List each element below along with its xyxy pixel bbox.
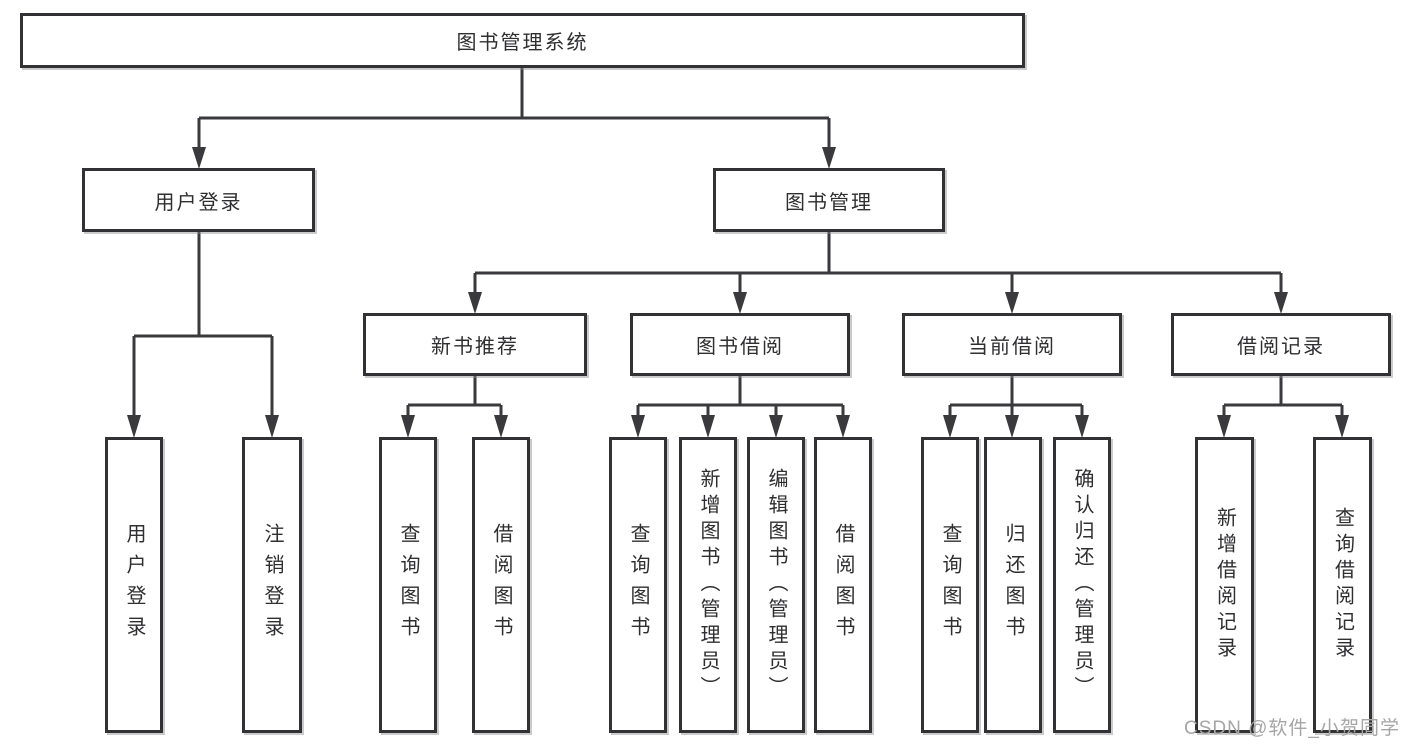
node-root-label: 图书管理系统 [456,32,589,54]
leaf-edit-books-admin-label: 编辑图书（管理员） [765,468,787,702]
leaf-add-borrow-record: 新增借阅记录 [1195,437,1254,733]
node-user-login-label: 用户登录 [154,191,243,214]
node-root: 图书管理系统 [20,13,1025,68]
node-book-borrowing: 图书借阅 [630,313,850,376]
leaf-borrow-books-label: 借阅图书 [832,523,854,647]
leaf-borrow-books: 借阅图书 [814,437,872,733]
leaf-add-borrow-record-label: 新增借阅记录 [1213,507,1236,663]
leaf-edit-books-admin: 编辑图书（管理员） [747,437,805,733]
node-user-login: 用户登录 [82,168,315,232]
leaf-query-books-recommend: 查询图书 [379,437,437,733]
leaf-return-books-label: 归还图书 [1002,523,1024,647]
watermark: CSDN @软件_小贺同学 [1184,718,1400,739]
node-book-management-label: 图书管理 [785,191,873,214]
leaf-confirm-return-admin-label: 确认归还（管理员） [1071,468,1093,702]
node-borrowing-records: 借阅记录 [1171,313,1391,376]
leaf-query-books-current-label: 查询图书 [939,523,961,647]
leaf-query-books-borrowing-label: 查询图书 [627,523,649,647]
leaf-query-borrow-record: 查询借阅记录 [1313,437,1372,733]
node-borrowing-records-label: 借阅记录 [1237,336,1325,358]
node-current-borrowing: 当前借阅 [902,313,1122,376]
leaf-query-books-recommend-label: 查询图书 [397,523,419,647]
node-new-book-recommend-label: 新书推荐 [431,336,519,358]
node-book-borrowing-label: 图书借阅 [696,336,784,358]
leaf-query-books-current: 查询图书 [921,437,979,733]
leaf-user-login: 用户登录 [105,437,163,733]
leaf-borrow-books-recommend: 借阅图书 [472,437,530,733]
leaf-confirm-return-admin: 确认归还（管理员） [1053,437,1111,733]
leaf-return-books: 归还图书 [984,437,1042,733]
leaf-add-books-admin-label: 新增图书（管理员） [697,468,719,702]
node-new-book-recommend: 新书推荐 [363,313,587,376]
leaf-query-borrow-record-label: 查询借阅记录 [1331,507,1354,663]
leaf-borrow-books-recommend-label: 借阅图书 [490,523,512,647]
leaf-logout: 注销登录 [242,437,302,733]
node-book-management: 图书管理 [713,168,945,232]
leaf-user-login-label: 用户登录 [123,523,145,647]
node-current-borrowing-label: 当前借阅 [968,336,1056,358]
leaf-query-books-borrowing: 查询图书 [609,437,667,733]
leaf-logout-label: 注销登录 [261,523,283,647]
leaf-add-books-admin: 新增图书（管理员） [679,437,737,733]
